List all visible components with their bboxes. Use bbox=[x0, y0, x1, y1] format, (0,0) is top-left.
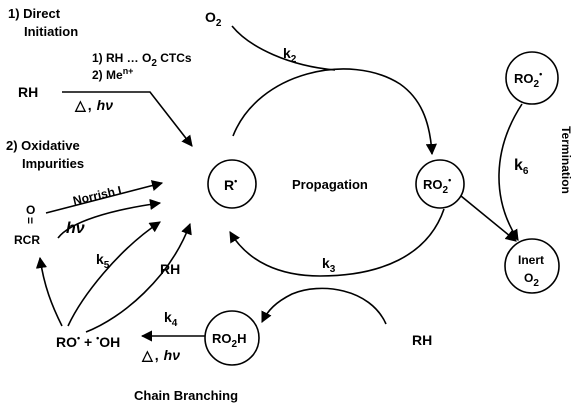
inert-node: Inert O2 bbox=[504, 238, 560, 294]
ro-to-carbonyl-arrow bbox=[35, 256, 63, 327]
direct-initiation-heading-1: 1) Direct bbox=[8, 6, 61, 21]
ro2-top-node: RO2• bbox=[505, 51, 559, 105]
propagation-lower-arc bbox=[229, 208, 445, 277]
ro2h-formation-arrow bbox=[261, 287, 387, 325]
svg-text:RO2•: RO2• bbox=[514, 69, 542, 90]
ctc-label: 1) RH … O2 CTCs bbox=[92, 51, 192, 69]
oxidative-heading-1: 2) Oxidative bbox=[6, 138, 80, 153]
carbonyl-bond: = bbox=[23, 217, 37, 224]
carbonyl-o: O bbox=[26, 203, 35, 217]
ro2-to-inert-arrow bbox=[460, 195, 517, 242]
norrish-hv: hν bbox=[66, 220, 85, 237]
ro2h-node: RO2H bbox=[204, 310, 260, 366]
direct-initiation-heading-2: Initiation bbox=[24, 24, 78, 39]
rh-bottom-label: RH bbox=[412, 332, 432, 348]
ro2-top-to-inert-arrow bbox=[498, 103, 523, 241]
r-radical-node: R• bbox=[207, 159, 257, 209]
branch-conditions: △,hν bbox=[141, 347, 180, 363]
k4-label: k4 bbox=[164, 309, 178, 329]
initiation-arrow bbox=[62, 91, 193, 147]
o2-feed-arrow bbox=[231, 25, 336, 71]
oh-to-r-arrow bbox=[85, 222, 192, 333]
chain-branching-label: Chain Branching bbox=[134, 388, 238, 403]
k3-label: k3 bbox=[322, 255, 336, 275]
norrish-arrow bbox=[45, 180, 164, 214]
metal-ion-label: 2) Men+ bbox=[92, 66, 133, 82]
svg-text:RO2H: RO2H bbox=[212, 331, 246, 350]
propagation-upper-arc bbox=[232, 68, 437, 156]
carbonyl-rcr: RCR bbox=[14, 233, 40, 247]
rh-initiation-label: RH bbox=[18, 84, 38, 100]
termination-label: Termination bbox=[559, 126, 573, 194]
rh-mid-label: RH bbox=[160, 261, 180, 277]
svg-text:O2: O2 bbox=[524, 271, 539, 289]
svg-text:Inert: Inert bbox=[518, 253, 544, 267]
oxidative-heading-2: Impurities bbox=[22, 156, 84, 171]
svg-text:R•: R• bbox=[224, 176, 237, 193]
k2-label: k2 bbox=[283, 45, 297, 65]
ro2-radical-node: RO2• bbox=[415, 159, 465, 209]
ro-oh-label: RO• + •OH bbox=[56, 333, 120, 350]
carbonyl-to-r-arrow bbox=[57, 198, 162, 239]
k5-label: k5 bbox=[96, 251, 110, 271]
ro-to-r-arrow bbox=[67, 221, 161, 327]
svg-text:RO2•: RO2• bbox=[423, 175, 451, 196]
propagation-label: Propagation bbox=[292, 177, 368, 192]
k6-label: k6 bbox=[514, 157, 529, 177]
initiation-conditions: △,hν bbox=[74, 97, 113, 113]
o2-label: O2 bbox=[205, 9, 222, 29]
